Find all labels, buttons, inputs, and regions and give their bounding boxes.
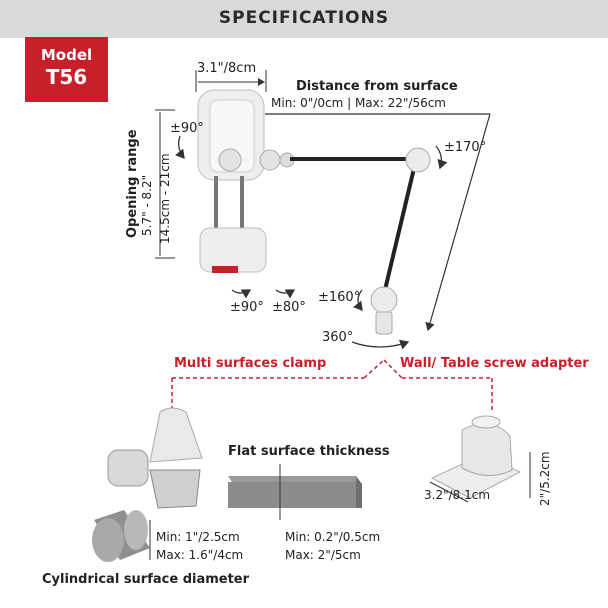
screw-adapter xyxy=(430,415,522,499)
cylinder-min-label: Min: 1"/2.5cm xyxy=(156,530,240,544)
distance-arrow xyxy=(265,113,491,332)
cylinder-title: Cylindrical surface diameter xyxy=(42,572,250,587)
articulating-arm xyxy=(290,147,431,335)
model-value: T56 xyxy=(45,65,88,89)
rotate-base-label: ±160° xyxy=(318,290,361,305)
clamp-mount xyxy=(107,407,203,509)
adapter-dimensions xyxy=(429,452,531,503)
flat-surface-block xyxy=(228,464,362,520)
model-badge: Model T56 xyxy=(25,37,108,102)
rotate-360-label: 360° xyxy=(322,330,354,345)
opening-range-inches: 5.7" - 8.2" xyxy=(140,174,154,236)
adapter-height-label: 2"/5.2cm xyxy=(538,451,552,506)
opening-range-title: Opening range xyxy=(125,129,140,238)
rotate-elbow-label: ±170° xyxy=(444,140,487,155)
cylinder-max-label: Max: 1.6"/4cm xyxy=(156,548,244,562)
flat-surface-title: Flat surface thickness xyxy=(228,444,390,459)
opening-range-dimension xyxy=(155,109,175,259)
header-bar: SPECIFICATIONS xyxy=(0,0,608,38)
cylinder-shape xyxy=(92,510,150,562)
rotate-bottom-right-label: ±80° xyxy=(272,300,306,315)
page-title: SPECIFICATIONS xyxy=(218,8,390,28)
flat-max-label: Max: 2"/5cm xyxy=(285,548,361,562)
distance-title: Distance from surface xyxy=(296,79,458,94)
adapter-width-label: 3.2"/8.1cm xyxy=(424,488,491,502)
screw-adapter-label: Wall/ Table screw adapter xyxy=(400,356,589,371)
opening-range-cm: 14.5cm - 21cm xyxy=(158,153,172,244)
rotate-top-label: ±90° xyxy=(170,121,204,136)
rotate-bottom-left-label: ±90° xyxy=(230,300,264,315)
distance-range: Min: 0"/0cm | Max: 22"/56cm xyxy=(271,96,446,110)
mount-connector xyxy=(171,359,493,418)
rotation-arcs xyxy=(175,135,448,350)
phone-holder xyxy=(197,89,295,273)
model-label: Model xyxy=(40,46,93,64)
holder-width-dimension xyxy=(195,70,267,92)
clamp-label: Multi surfaces clamp xyxy=(174,356,327,371)
holder-width-label: 3.1"/8cm xyxy=(197,61,257,76)
flat-min-label: Min: 0.2"/0.5cm xyxy=(285,530,381,544)
